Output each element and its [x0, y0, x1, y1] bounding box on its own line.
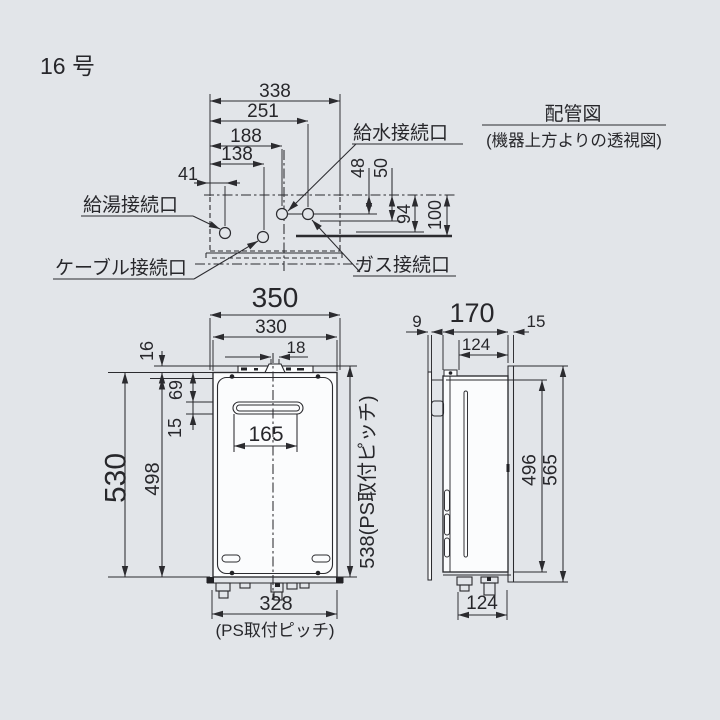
exhaust-louver	[232, 401, 304, 415]
side-view: 9 170 15 124	[406, 298, 568, 620]
bottom-slot-right	[311, 554, 331, 563]
dim-538-ps: 538(PS取付ピッチ)	[356, 395, 379, 568]
model-size-label: 16 号	[40, 53, 95, 79]
dim-9: 9	[412, 312, 421, 331]
dim-50: 50	[371, 158, 391, 178]
piping-subtitle: (機器上方よりの透視図)	[486, 131, 662, 150]
wall-hook-tab	[430, 400, 445, 417]
bottom-slot-left	[221, 554, 241, 563]
side-body	[442, 375, 509, 573]
stub-2	[239, 582, 251, 589]
dim-69: 69	[166, 380, 186, 400]
dim-41: 41	[178, 164, 198, 184]
piping-title: 配管図	[544, 103, 601, 125]
screw-bottom-left	[229, 570, 235, 576]
rear-bracket	[507, 365, 515, 583]
stub-1b	[218, 590, 229, 599]
plate-slot-2	[444, 513, 450, 536]
stub-detail	[275, 583, 280, 587]
plate-slot-1	[444, 489, 450, 512]
dim-165: 165	[248, 423, 283, 446]
dim-565: 565	[541, 454, 562, 486]
dim-124-top: 124	[462, 335, 490, 354]
exhaust-duct-mark	[264, 363, 286, 374]
dim-15-side: 15	[527, 312, 546, 331]
piping-diagram: 配管図 (機器上方よりの透視図) 338 251 188 138 41	[53, 81, 666, 280]
label-gas: ガス接続口	[355, 254, 450, 276]
side-mount-plate	[427, 371, 433, 581]
dim-498: 498	[142, 462, 164, 495]
dim-496: 496	[520, 454, 541, 486]
hot-water-port	[218, 226, 232, 240]
dim-124-bottom: 124	[466, 593, 498, 614]
side-stub-2b	[483, 582, 496, 596]
bracket-detail-4	[297, 368, 304, 371]
label-cable: ケーブル接続口	[55, 256, 187, 279]
bracket-detail-2	[254, 368, 258, 371]
stub-3b	[273, 591, 283, 601]
dim-170: 170	[449, 298, 494, 328]
water-supply-port	[275, 207, 289, 221]
front-cover-panel	[216, 376, 334, 575]
dim-100: 100	[425, 200, 445, 230]
stub-5	[299, 582, 310, 589]
dim-251: 251	[247, 101, 279, 122]
side-top-screw	[448, 371, 453, 375]
side-stub-1b	[459, 584, 470, 592]
leader-cable	[193, 240, 259, 280]
side-seam-slot	[463, 390, 468, 558]
dim-48: 48	[348, 158, 368, 178]
dim-94: 94	[394, 204, 414, 224]
dim-18: 18	[287, 338, 306, 357]
plate-slot-3	[444, 537, 450, 558]
gas-port	[301, 207, 315, 221]
side-stub-detail	[487, 577, 491, 581]
stub-1	[215, 582, 231, 592]
leader-gas	[311, 219, 361, 273]
bracket-detail-3	[286, 367, 291, 371]
side-stub-1	[456, 576, 473, 586]
screw-top-right	[315, 374, 321, 379]
dim-350: 350	[252, 282, 299, 313]
caption-ps-pitch: (PS取付ピッチ)	[216, 621, 335, 640]
dim-15: 15	[165, 418, 185, 438]
label-water-supply: 給水接続口	[353, 122, 448, 144]
label-hot-water: 給湯接続口	[83, 194, 178, 216]
flange-corner-left	[207, 577, 214, 583]
dim-16: 16	[137, 341, 157, 361]
dim-328: 328	[259, 593, 292, 615]
bracket-detail-1	[241, 367, 247, 371]
leader-hot-water	[192, 215, 221, 230]
dim-188: 188	[230, 126, 262, 147]
flange-corner-right	[336, 577, 343, 583]
leader-water-supply	[287, 143, 357, 212]
screw-bottom-right	[315, 570, 321, 576]
dim-138: 138	[221, 144, 253, 165]
rear-latch-mark	[506, 464, 510, 472]
dim-330: 330	[255, 317, 287, 338]
exhaust-louver-inner	[236, 404, 300, 412]
front-view: 350 330 18 16 530 498 69 15	[100, 282, 380, 640]
screw-top-left	[229, 374, 235, 379]
stub-4	[286, 582, 298, 590]
cable-port	[256, 230, 270, 244]
dim-338: 338	[259, 81, 291, 102]
front-body	[212, 371, 338, 578]
dim-530: 530	[100, 453, 133, 503]
